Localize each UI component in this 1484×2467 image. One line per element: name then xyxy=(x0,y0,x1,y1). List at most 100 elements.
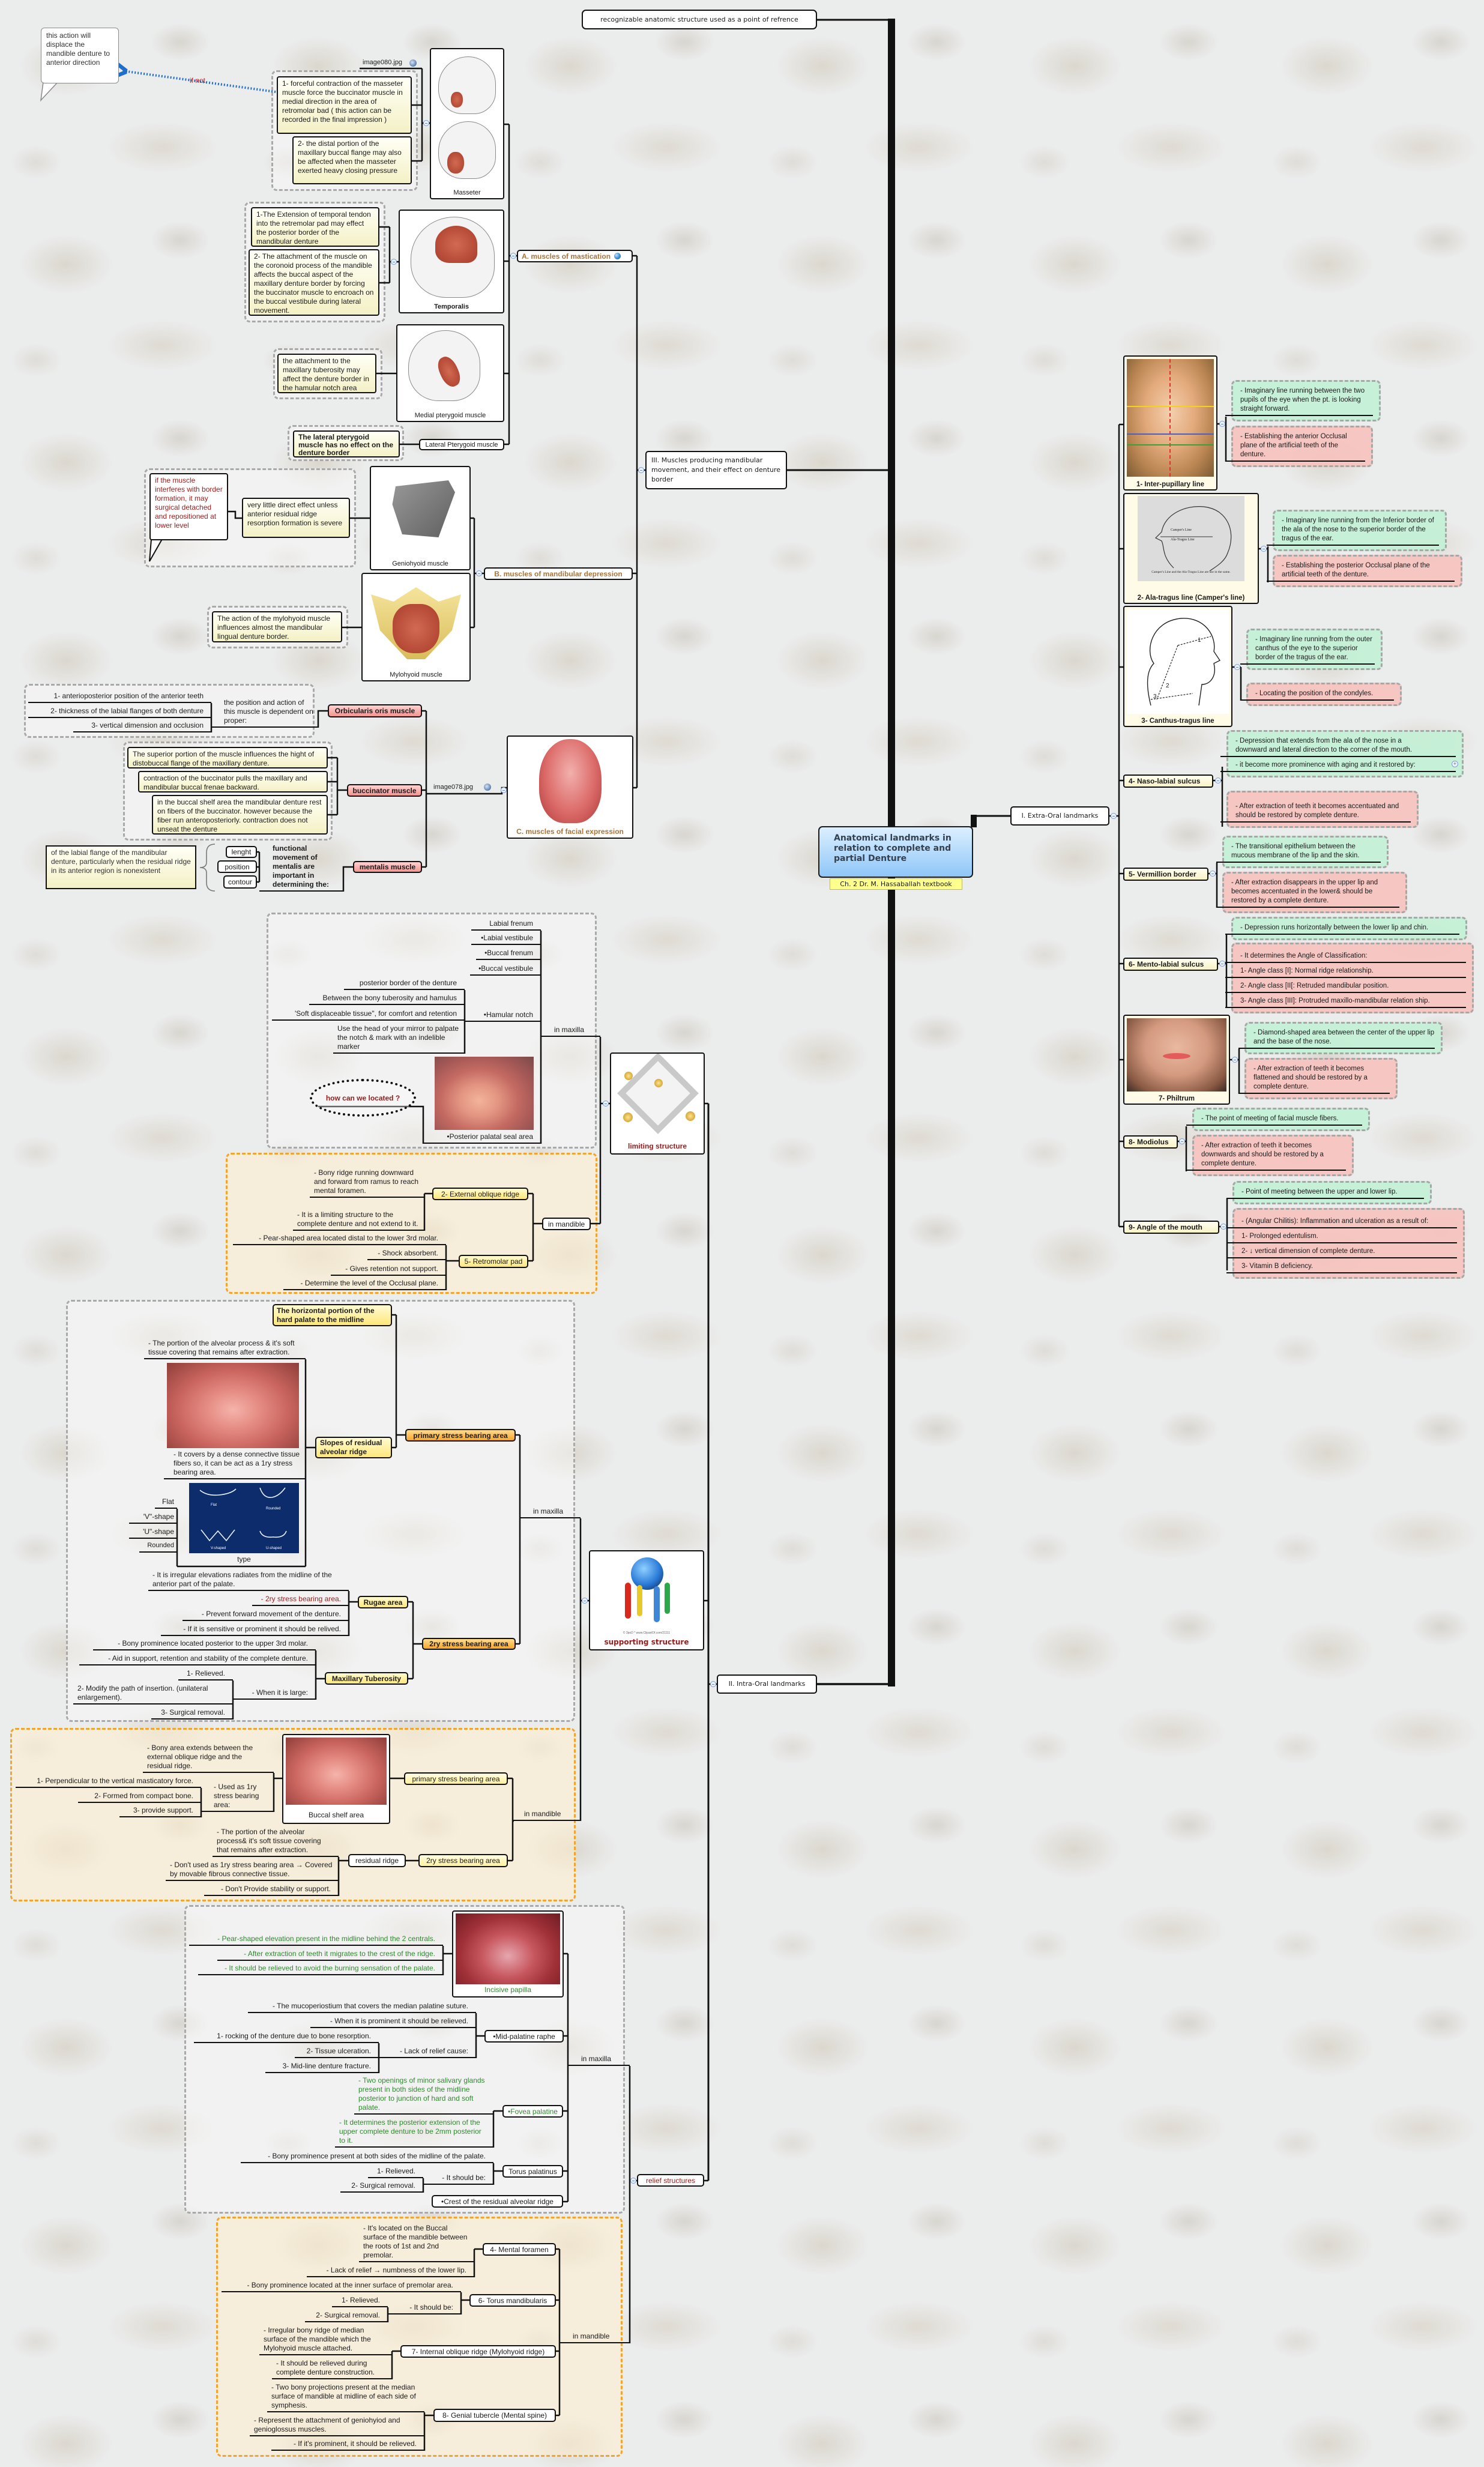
extra-oral-item-5[interactable]: 5- Vermillion border xyxy=(1123,868,1208,881)
extra-oral-definition-7[interactable]: - Diamond-shaped area between the center… xyxy=(1238,1022,1443,1054)
buccinator-note-3[interactable]: in the buccal shelf area the mandibular … xyxy=(152,795,328,835)
buccal-shelf-use[interactable]: - Used as 1ry stress bearing area: xyxy=(201,1783,274,1812)
masseter-image-topic[interactable]: Masseter xyxy=(430,48,504,199)
extra-oral-item-2[interactable]: Camper's Line Ala-Tragus Line Camper's L… xyxy=(1123,493,1259,604)
mylohyoid-image-topic[interactable]: Mylohyoid muscle xyxy=(361,573,471,681)
mentalis-item-position[interactable]: position xyxy=(217,860,257,873)
incisive-papilla-topic[interactable]: Incisive papilla xyxy=(452,1910,564,1997)
facial-attachment-label[interactable]: image078.jpg xyxy=(433,784,474,791)
collapse-toggle-extra-oral[interactable] xyxy=(1111,813,1117,819)
when-large-item-3[interactable]: 3- Surgical removal. xyxy=(151,1708,233,1720)
intra-oral-topic[interactable]: II. Intra-Oral landmarks xyxy=(717,1674,817,1694)
buccal-shelf-topic[interactable]: Buccal shelf area xyxy=(282,1734,390,1824)
torus-mandibularis[interactable]: 6- Torus mandibularis xyxy=(469,2294,556,2307)
fovea-palatine[interactable]: •Fovea palatine xyxy=(502,2105,563,2118)
mandible-primary-stress-area[interactable]: primary stress bearing area xyxy=(404,1772,508,1785)
collapse-toggle-mastication[interactable] xyxy=(510,253,516,259)
orbicularis-item-2[interactable]: 2- thickness of the labial flanges of bo… xyxy=(28,707,211,718)
extra-oral-item-7[interactable]: 7- Philtrum xyxy=(1123,1015,1230,1105)
extra-oral-definition-5[interactable]: - The transitional epithelium between th… xyxy=(1216,836,1389,868)
posterior-palatal-seal-area[interactable]: •Posterior palatal seal area xyxy=(423,1132,541,1144)
genial-tubercle-item-2[interactable]: - Represent the attachment of geniohyiod… xyxy=(250,2416,424,2436)
extra-oral-item-6[interactable]: 6- Mento-labial sulcus xyxy=(1123,958,1218,971)
medial-pterygoid-note[interactable]: the attachment to the maxillary tuberosi… xyxy=(277,354,376,393)
geniohyoid-note[interactable]: very little direct effect unless anterio… xyxy=(242,498,350,538)
extra-oral-significance-2[interactable]: - Establishing the posterior Occlusal pl… xyxy=(1267,555,1462,587)
hamular-notch-item-2[interactable]: Between the bony tuberosity and hamulus xyxy=(309,994,465,1005)
slopes-item-2[interactable]: - It covers by a dense connective tissue… xyxy=(164,1450,306,1479)
buccal-shelf-definition[interactable]: - Bony area extends between the external… xyxy=(143,1744,274,1773)
mentalis-topic[interactable]: mentalis muscle xyxy=(353,861,422,873)
maxillary-tuberosity[interactable]: Maxillary Tuberosity xyxy=(325,1672,408,1685)
temporalis-image-topic[interactable]: Temporalis xyxy=(399,210,504,313)
genial-tubercle-item-3[interactable]: - If it's prominent, it should be reliev… xyxy=(271,2439,424,2451)
ridge-type-caption[interactable]: type xyxy=(237,1555,251,1563)
collapse-toggle-extra-5[interactable] xyxy=(1210,871,1216,877)
hard-palate-horizontal[interactable]: The horizontal portion of the hard palat… xyxy=(273,1304,392,1326)
mid-palatine-raphe[interactable]: •Mid-palatine raphe xyxy=(484,2030,564,2043)
limiting-in-maxilla[interactable]: in maxilla xyxy=(541,1025,600,1037)
collapse-toggle-supporting[interactable] xyxy=(582,1598,588,1604)
extra-oral-significance-8[interactable]: - After extraction of teeth it becomes d… xyxy=(1186,1135,1354,1176)
relief-in-maxilla[interactable]: in maxilla xyxy=(568,2055,630,2066)
incisive-papilla-item-2[interactable]: - After extraction of teeth it migrates … xyxy=(217,1949,443,1961)
geniohyoid-callout[interactable]: if the muscle interferes with border for… xyxy=(149,473,228,540)
hamular-notch-item-4[interactable]: Use the head of your mirror to palpate t… xyxy=(333,1024,465,1054)
slopes-residual-ridge[interactable]: Slopes of residual alveolar ridge xyxy=(315,1437,392,1458)
extra-oral-definition-6[interactable]: - Depression runs horizontally between t… xyxy=(1225,917,1467,940)
rugae-item-2[interactable]: - 2ry stress bearing area. xyxy=(252,1595,349,1606)
extra-oral-significance-1[interactable]: - Establishing the anterior Occlusal pla… xyxy=(1225,426,1373,467)
ridge-type-v-shape[interactable]: 'V"-shape xyxy=(129,1512,177,1524)
extra-oral-definition-2[interactable]: - Imaginary line running from the Inferi… xyxy=(1267,510,1447,551)
buccinator-note-1[interactable]: The superior portion of the muscle influ… xyxy=(127,747,328,768)
extra-oral-definition-4[interactable]: - Depression that extends from the ala o… xyxy=(1220,730,1464,778)
residual-ridge[interactable]: residual ridge xyxy=(348,1854,406,1867)
torus-mandibularis-should-item-1[interactable]: 1- Relieved. xyxy=(332,2296,388,2307)
genial-tubercle-item-1[interactable]: - Two bony projections present at the me… xyxy=(267,2383,424,2412)
mentalis-summary[interactable]: of the labial flange of the mandibular d… xyxy=(46,845,196,889)
geniohyoid-image-topic[interactable]: Geniohyoid muscle xyxy=(370,466,471,570)
incisive-papilla-item-3[interactable]: - It should be relieved to avoid the bur… xyxy=(198,1964,443,1975)
collapse-toggle-relief[interactable] xyxy=(630,2178,636,2184)
supporting-in-mandible[interactable]: in mandible xyxy=(513,1810,581,1821)
retromolar-item-4[interactable]: - Determine the level of the Occlusal pl… xyxy=(283,1279,446,1290)
collapse-toggle-extra-2[interactable] xyxy=(1261,546,1267,552)
mentalis-item-length[interactable]: lenght xyxy=(226,846,257,858)
extra-oral-item-4[interactable]: 4- Naso-labial sulcus xyxy=(1123,775,1213,788)
slopes-item-1[interactable]: - The portion of the alveolar process & … xyxy=(144,1330,306,1359)
maxilla-primary-stress-area[interactable]: primary stress bearing area xyxy=(405,1429,516,1442)
supporting-structure-topic[interactable]: © 3poD * www.ClipartOf.com/21111 support… xyxy=(589,1550,704,1650)
ridge-type-u-shape[interactable]: 'U"-shape xyxy=(129,1527,177,1539)
hamular-notch[interactable]: •Hamular notch xyxy=(465,1010,541,1022)
raphe-item-2[interactable]: - When it is prominent it should be reli… xyxy=(310,2017,476,2028)
masseter-note-2[interactable]: 2- the distal portion of the maxillary b… xyxy=(292,136,412,184)
when-large-item-2[interactable]: 2- Modify the path of insertion. (unilat… xyxy=(73,1684,233,1705)
extra-oral-definition-8[interactable]: - The point of meeting of facial muscle … xyxy=(1186,1108,1370,1131)
buccal-shelf-use-item-3[interactable]: 3- provide support. xyxy=(119,1806,201,1817)
labial-vestibule[interactable]: •Labial vestibule xyxy=(471,934,541,945)
extra-oral-definition-9[interactable]: - Point of meeting between the upper and… xyxy=(1226,1181,1432,1204)
extra-oral-significance-6[interactable]: - It determines the Angle of Classificat… xyxy=(1225,943,1474,1013)
collapse-toggle-limiting[interactable] xyxy=(603,1101,609,1107)
mentalis-item-contour[interactable]: contour xyxy=(223,875,257,889)
external-oblique-item-2[interactable]: - It is a limiting structure to the comp… xyxy=(293,1201,424,1231)
lack-of-relief-item-3[interactable]: 3- Mid-line denture fracture. xyxy=(265,2062,379,2073)
extra-oral-definition-1[interactable]: - Imaginary line running between the two… xyxy=(1225,380,1381,421)
tuberosity-item-2[interactable]: - Aid in support, retention and stabilit… xyxy=(79,1654,316,1665)
collapse-toggle-extra-7[interactable] xyxy=(1232,1057,1238,1063)
torus-mandibularis-item-1[interactable]: - Bony prominence located at the inner s… xyxy=(222,2281,461,2292)
torus-palatinus-item-1[interactable]: - Bony prominence present at both sides … xyxy=(241,2152,493,2163)
masseter-note-1[interactable]: 1- forceful contraction of the masseter … xyxy=(277,76,412,134)
labial-frenum[interactable]: Labial frenum xyxy=(471,919,541,931)
extra-oral-item-8[interactable]: 8- Modiolus xyxy=(1123,1135,1178,1149)
masseter-attachment-label[interactable]: image080.jpg xyxy=(363,59,403,66)
extra-oral-topic[interactable]: I. Extra-Oral landmarks xyxy=(1010,806,1109,826)
maxilla-secondary-stress-area[interactable]: 2ry stress bearing area xyxy=(422,1638,516,1650)
residual-ridge-item-2[interactable]: - Don't used as 1ry stress bearing area … xyxy=(166,1861,339,1881)
lateral-pterygoid-note[interactable]: The lateral pterygoid muscle has no effe… xyxy=(293,430,400,457)
lack-of-relief[interactable]: - Lack of relief cause: xyxy=(379,2047,476,2058)
crest-residual-ridge[interactable]: •Crest of the residual alveolar ridge xyxy=(432,2195,563,2208)
mylohyoid-note[interactable]: The action of the mylohyoid muscle influ… xyxy=(212,611,342,642)
buccinator-note-2[interactable]: contraction of the buccinator pulls the … xyxy=(138,771,328,793)
hamular-notch-item-1[interactable]: posterior border of the denture xyxy=(344,979,465,990)
